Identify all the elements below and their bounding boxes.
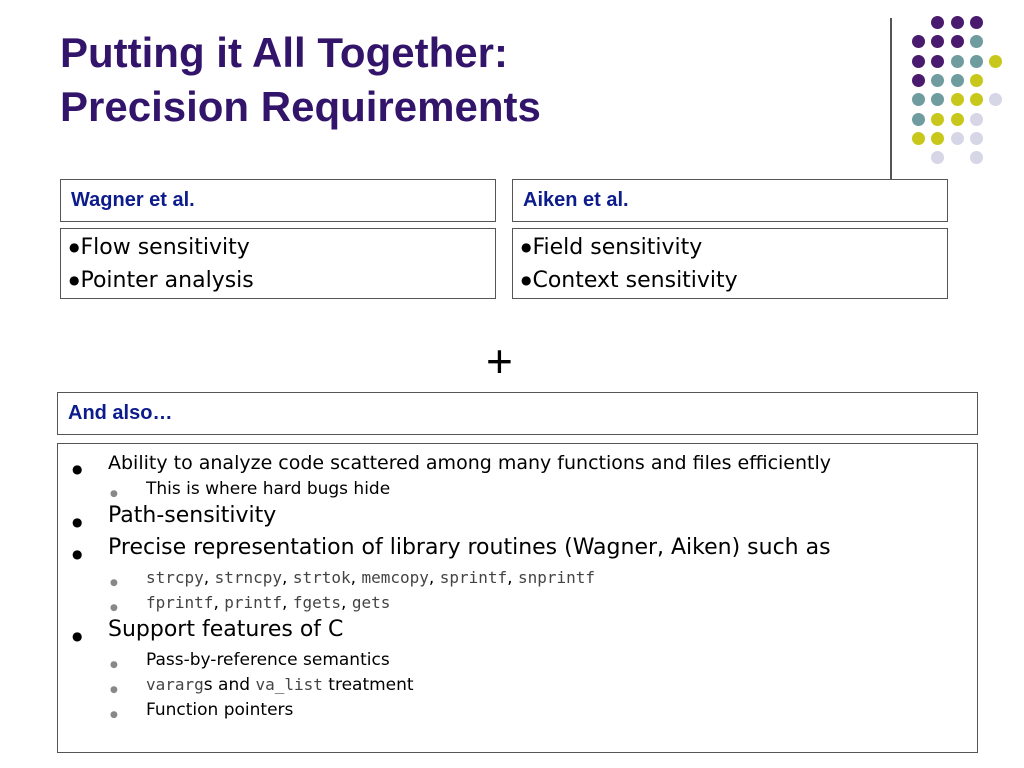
sub-item-varargs: varargs and va_list treatment [110,675,414,701]
decorative-dot [969,16,983,29]
decorative-dot [969,151,983,165]
bullet-icon: ● [521,273,532,287]
list-item: ●Context sensitivity [521,268,738,293]
sub-item-pass-by-reference: Pass-by-reference semantics [110,650,390,676]
also-heading-box: And also… [57,392,978,435]
aiken-heading: Aiken et al. [523,189,629,211]
decorative-dot [969,112,983,126]
decorative-dot [950,131,964,145]
sub-item-string-routines: strcpy, strncpy, strtok, memcopy, sprint… [110,568,596,594]
decorative-dot [969,73,983,87]
list-item: ●Field sensitivity [521,235,703,260]
decorative-dot [931,93,945,107]
wagner-list: ●Flow sensitivity ●Pointer analysis [61,229,495,297]
decorative-dot [969,35,983,49]
decorative-dot [912,73,925,87]
list-item-library-routines: Precise representation of library routin… [72,535,831,567]
decorative-dot [931,151,945,165]
decorative-dot [989,93,1003,107]
decorative-dot [931,131,945,145]
decorative-dot [969,131,983,145]
list-item: ●Flow sensitivity [69,235,250,260]
also-list-box: Ability to analyze code scattered among … [57,443,978,753]
sub-item-hard-bugs: This is where hard bugs hide [110,479,391,505]
decorative-dot [950,73,964,87]
bullet-icon: ● [521,240,532,254]
list-item-c-features: Support features of C [72,617,344,649]
slide-title: Putting it All Together: Precision Requi… [60,26,541,134]
decorative-dot [950,35,964,49]
sub-item-function-pointers: Function pointers [110,700,294,726]
aiken-list-box: ●Field sensitivity ●Context sensitivity [512,228,948,299]
decorative-dot [969,93,983,107]
list-item: ●Pointer analysis [69,268,254,293]
decorative-dot [912,54,925,68]
decorative-dot [950,54,964,68]
also-list: Ability to analyze code scattered among … [58,444,977,726]
decorative-vertical-line [890,18,892,188]
title-line-2: Precision Requirements [60,83,541,130]
decorative-dot [931,112,945,126]
bullet-icon: ● [69,273,80,287]
list-item-path-sensitivity: Path-sensitivity [72,503,277,535]
decorative-dot [912,131,925,145]
bullet-icon: ● [69,240,80,254]
also-heading: And also… [68,402,173,424]
decorative-dot [950,16,964,29]
decorative-dot [912,112,925,126]
decorative-dot [931,35,945,49]
decorative-dot [931,16,945,29]
decorative-dot [931,73,945,87]
decorative-dot [912,93,925,107]
sub-item-io-routines: fprintf, printf, fgets, gets [110,593,391,619]
plus-sign: + [486,335,513,387]
decorative-dot [912,35,925,49]
aiken-list: ●Field sensitivity ●Context sensitivity [513,229,947,297]
list-item-analyze-code: Ability to analyze code scattered among … [72,452,832,480]
title-line-1: Putting it All Together: [60,29,508,76]
wagner-heading-box: Wagner et al. [60,179,496,222]
decorative-dot [969,54,983,68]
wagner-heading: Wagner et al. [71,189,195,211]
decorative-dot [950,93,964,107]
decorative-dot [931,54,945,68]
aiken-heading-box: Aiken et al. [512,179,948,222]
decorative-dot [950,112,964,126]
decorative-dot [989,54,1003,68]
wagner-list-box: ●Flow sensitivity ●Pointer analysis [60,228,496,299]
